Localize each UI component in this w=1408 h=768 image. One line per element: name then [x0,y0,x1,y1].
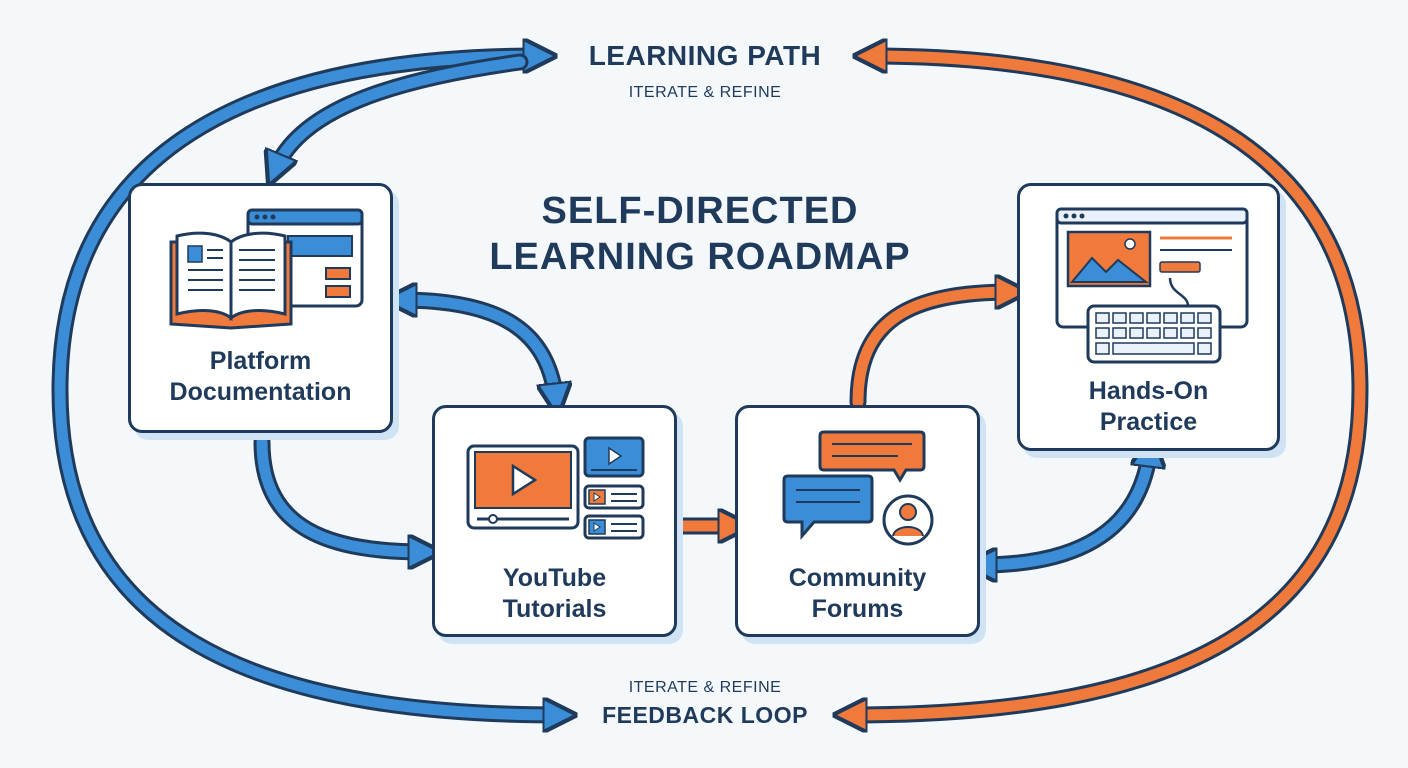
monitor-keyboard-icon [1055,207,1249,364]
edge-forums-practice-bidirectional [980,450,1150,565]
video-player-icon [466,436,645,540]
chat-bubbles-user-icon [782,430,934,546]
node-hands-on-practice: Hands-On Practice [1017,183,1280,451]
edge-forums-practice-orange-outline [849,283,1021,411]
diagram-title: SELF-DIRECTED LEARNING ROADMAP [489,190,911,278]
open-book-browser-icon [169,208,364,330]
learning-path-subtitle: ITERATE & REFINE [628,84,782,101]
learning-path-inner-arrow [275,56,526,170]
edge-docs-youtube-forward [256,436,425,552]
feedback-loop-orange [850,56,1366,715]
learning-path-blue-loop [54,56,560,715]
edge-docs-youtube-bidirectional [400,300,556,400]
node-community-forums: Community Forums [735,405,980,637]
node-label-platform-documentation: Platform Documentation [169,347,352,406]
node-platform-documentation: Platform Documentation [128,183,393,433]
feedback-loop-subtitle: ITERATE & REFINE [628,679,782,696]
node-label-youtube-tutorials: YouTube Tutorials [502,564,607,623]
edge-docs-youtube-forward-outline [253,433,434,561]
node-label-community-forums: Community Forums [788,564,927,623]
feedback-loop-title: FEEDBACK LOOP [602,702,808,728]
node-youtube-tutorials: YouTube Tutorials [432,405,677,637]
learning-path-title: LEARNING PATH [588,40,822,71]
edge-forums-practice-orange [852,292,1012,408]
node-label-hands-on-practice: Hands-On Practice [1088,377,1209,436]
